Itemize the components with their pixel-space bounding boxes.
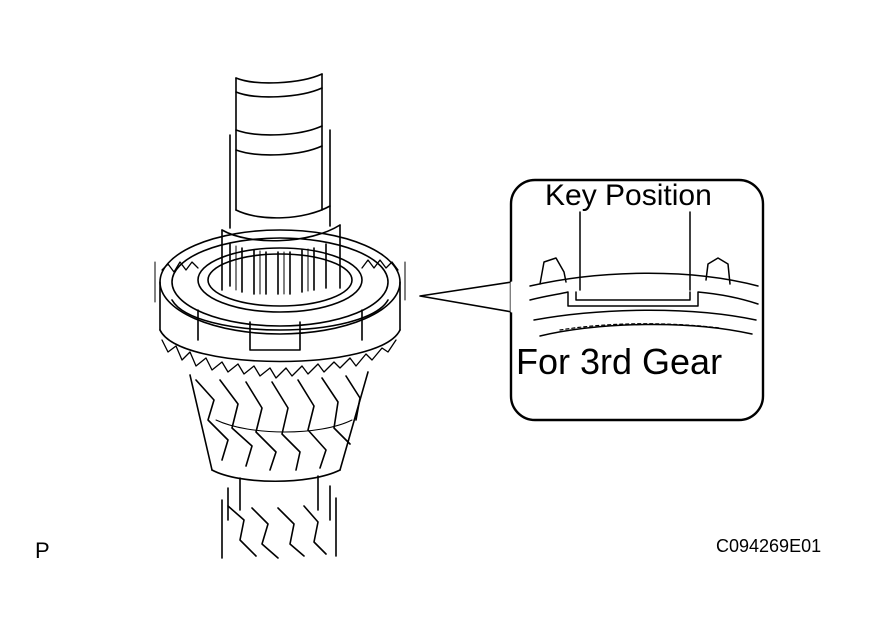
shaft-upper xyxy=(229,73,331,229)
key-position-detail xyxy=(529,211,759,337)
key-position-label: Key Position xyxy=(545,179,712,212)
callout-pointer xyxy=(419,281,513,313)
gear-caption: For 3rd Gear xyxy=(516,341,723,382)
lower-gear-stack xyxy=(189,371,369,559)
figure-code: C094269E01 xyxy=(716,536,822,556)
gear-teeth-ring xyxy=(161,259,399,379)
synchronizer-assembly xyxy=(154,229,406,363)
page-marker: P xyxy=(35,538,50,563)
